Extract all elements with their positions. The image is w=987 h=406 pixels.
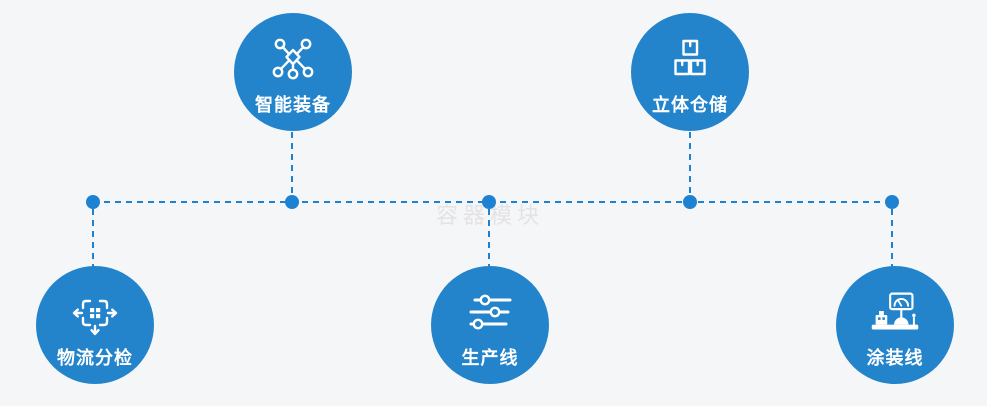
network-icon [269, 35, 317, 85]
node-label: 立体仓储 [652, 95, 728, 115]
connector-dot [683, 195, 697, 209]
connector-vertical-line [92, 209, 94, 268]
node-label: 生产线 [461, 348, 519, 368]
node-logistics-sorting[interactable]: 物流分检 [36, 266, 154, 384]
node-vertical-warehouse[interactable]: 立体仓储 [631, 13, 749, 131]
node-label: 物流分检 [57, 348, 133, 368]
node-smart-equipment[interactable]: 智能装备 [234, 13, 352, 131]
node-label: 涂装线 [866, 348, 924, 368]
connector-vertical-line [488, 209, 490, 268]
connector-vertical-line [689, 132, 691, 196]
machine-icon [864, 288, 926, 338]
connector-vertical-line [891, 209, 893, 268]
node-production-line[interactable]: 生产线 [431, 266, 549, 384]
connector-vertical-line [291, 132, 293, 196]
node-coating-line[interactable]: 涂装线 [836, 266, 954, 384]
connector-dot [885, 195, 899, 209]
node-label: 智能装备 [255, 95, 331, 115]
connector-dot [86, 195, 100, 209]
connector-dot [482, 195, 496, 209]
connector-dot [285, 195, 299, 209]
boxes-icon [666, 35, 714, 85]
sort-arrows-icon [71, 288, 119, 338]
sliders-icon [466, 288, 514, 338]
